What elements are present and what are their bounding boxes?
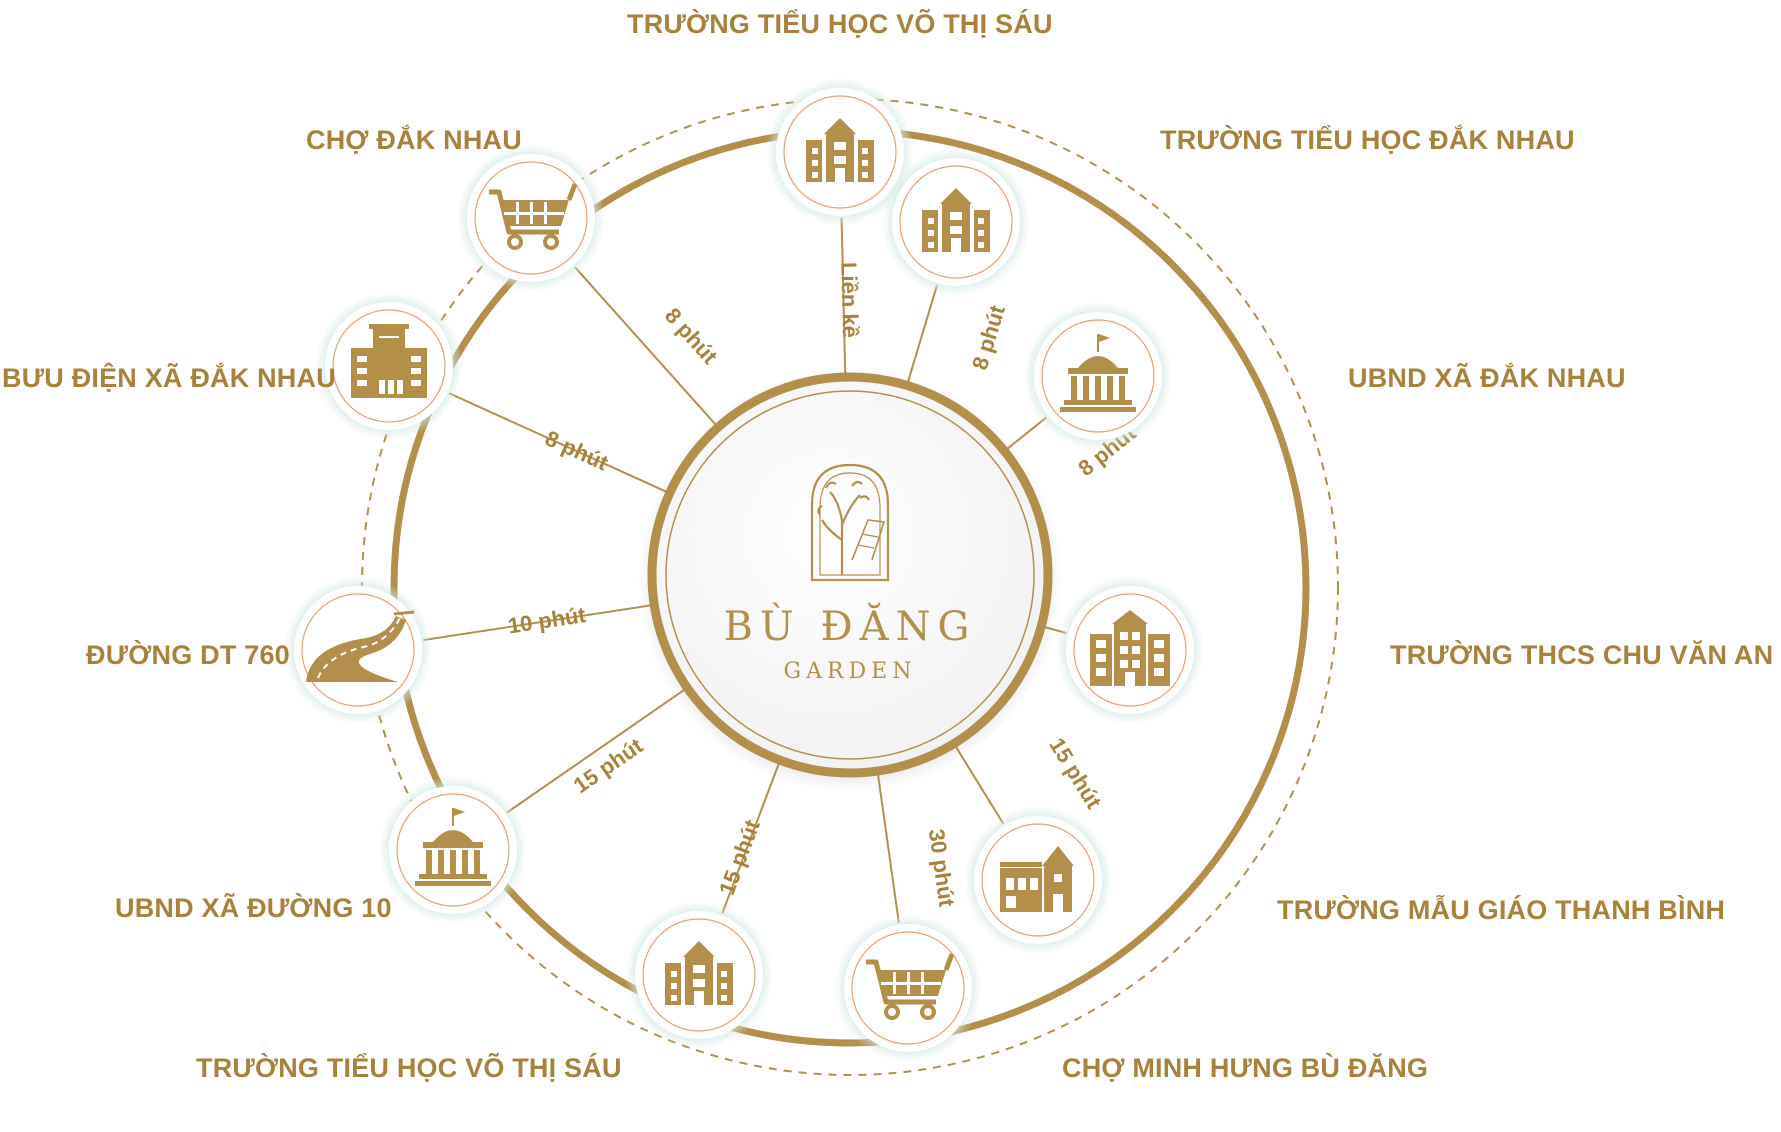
place-name-label: CHỢ MINH HƯNG BÙ ĐĂNG [1062, 1053, 1429, 1083]
place-name-label: TRƯỜNG TIỂU HỌC VÕ THỊ SÁU [196, 1053, 622, 1083]
school-icon [665, 941, 733, 1005]
node-accent-ring [332, 309, 446, 423]
node-accent-ring [301, 593, 415, 707]
travel-time-label: 10 phút [506, 602, 588, 639]
place-name-label: TRƯỜNG TIỂU HỌC VÕ THỊ SÁU [627, 9, 1053, 39]
shopping-cart-icon [489, 183, 578, 250]
node-accent-ring [642, 918, 756, 1032]
travel-time-label: Liền kề [836, 262, 863, 338]
node-accent-ring [396, 793, 510, 907]
kindergarten-icon [1000, 846, 1074, 912]
node-accent-ring [1041, 319, 1155, 433]
place-name-label: TRƯỜNG TIỂU HỌC ĐẮK NHAU [1160, 125, 1575, 155]
connector-line [840, 217, 847, 376]
location-node [457, 144, 605, 292]
brand-subtitle: GARDEN [784, 659, 917, 684]
location-node [882, 148, 1030, 296]
shopping-cart-icon [866, 953, 955, 1020]
center-inner-ring [665, 390, 1035, 760]
travel-time-label: 8 phút [541, 425, 612, 475]
node-accent-ring [1073, 593, 1187, 707]
location-node [315, 292, 463, 440]
government-building-icon [1060, 334, 1136, 412]
place-name-label: TRƯỜNG THCS CHU VĂN AN [1390, 640, 1774, 670]
connector-line [506, 688, 687, 814]
connector-line [423, 604, 653, 642]
travel-time-label: 30 phút [924, 827, 960, 909]
location-node [964, 806, 1112, 954]
school-icon [922, 188, 990, 252]
location-node [766, 78, 914, 226]
government-building-icon [415, 808, 491, 886]
center-hub: BÙ ĐĂNG GARDEN [638, 368, 1062, 792]
travel-time-label: 15 phút [1044, 733, 1107, 813]
location-node [625, 901, 773, 1049]
location-node [284, 576, 432, 724]
travel-time-label: 8 phút [967, 302, 1010, 373]
brand-name: BÙ ĐĂNG [724, 603, 977, 650]
node-accent-ring [899, 165, 1013, 279]
place-name-label: UBND XÃ ĐẮK NHAU [1348, 363, 1626, 393]
connector-line [574, 266, 718, 427]
location-node [834, 914, 982, 1062]
place-name-label: TRƯỜNG MẪU GIÁO THANH BÌNH [1277, 895, 1726, 925]
school-icon [806, 118, 874, 182]
road-icon [306, 610, 415, 682]
place-name-label: UBND XÃ ĐƯỜNG 10 [115, 893, 392, 923]
node-accent-ring [783, 95, 897, 209]
location-node [1056, 576, 1204, 724]
secondary-school-icon [1090, 610, 1170, 686]
travel-time-label: 15 phút [714, 816, 765, 899]
connector-line [448, 392, 669, 494]
connector-line [906, 284, 938, 384]
location-node [379, 776, 527, 924]
post-office-icon [351, 324, 427, 398]
connector-line [876, 772, 900, 923]
brand-logo-icon [810, 463, 890, 582]
node-accent-ring [851, 931, 965, 1045]
location-node [1024, 302, 1172, 450]
place-name-label: BƯU ĐIỆN XÃ ĐẮK NHAU [2, 363, 336, 393]
travel-time-label: 8 phút [660, 303, 723, 369]
place-name-label: CHỢ ĐẮK NHAU [306, 125, 522, 155]
place-name-label: ĐƯỜNG DT 760 [86, 640, 290, 670]
connector-line [721, 761, 781, 914]
node-layer [284, 78, 1204, 1062]
node-accent-ring [981, 823, 1095, 937]
node-accent-ring [474, 161, 588, 275]
